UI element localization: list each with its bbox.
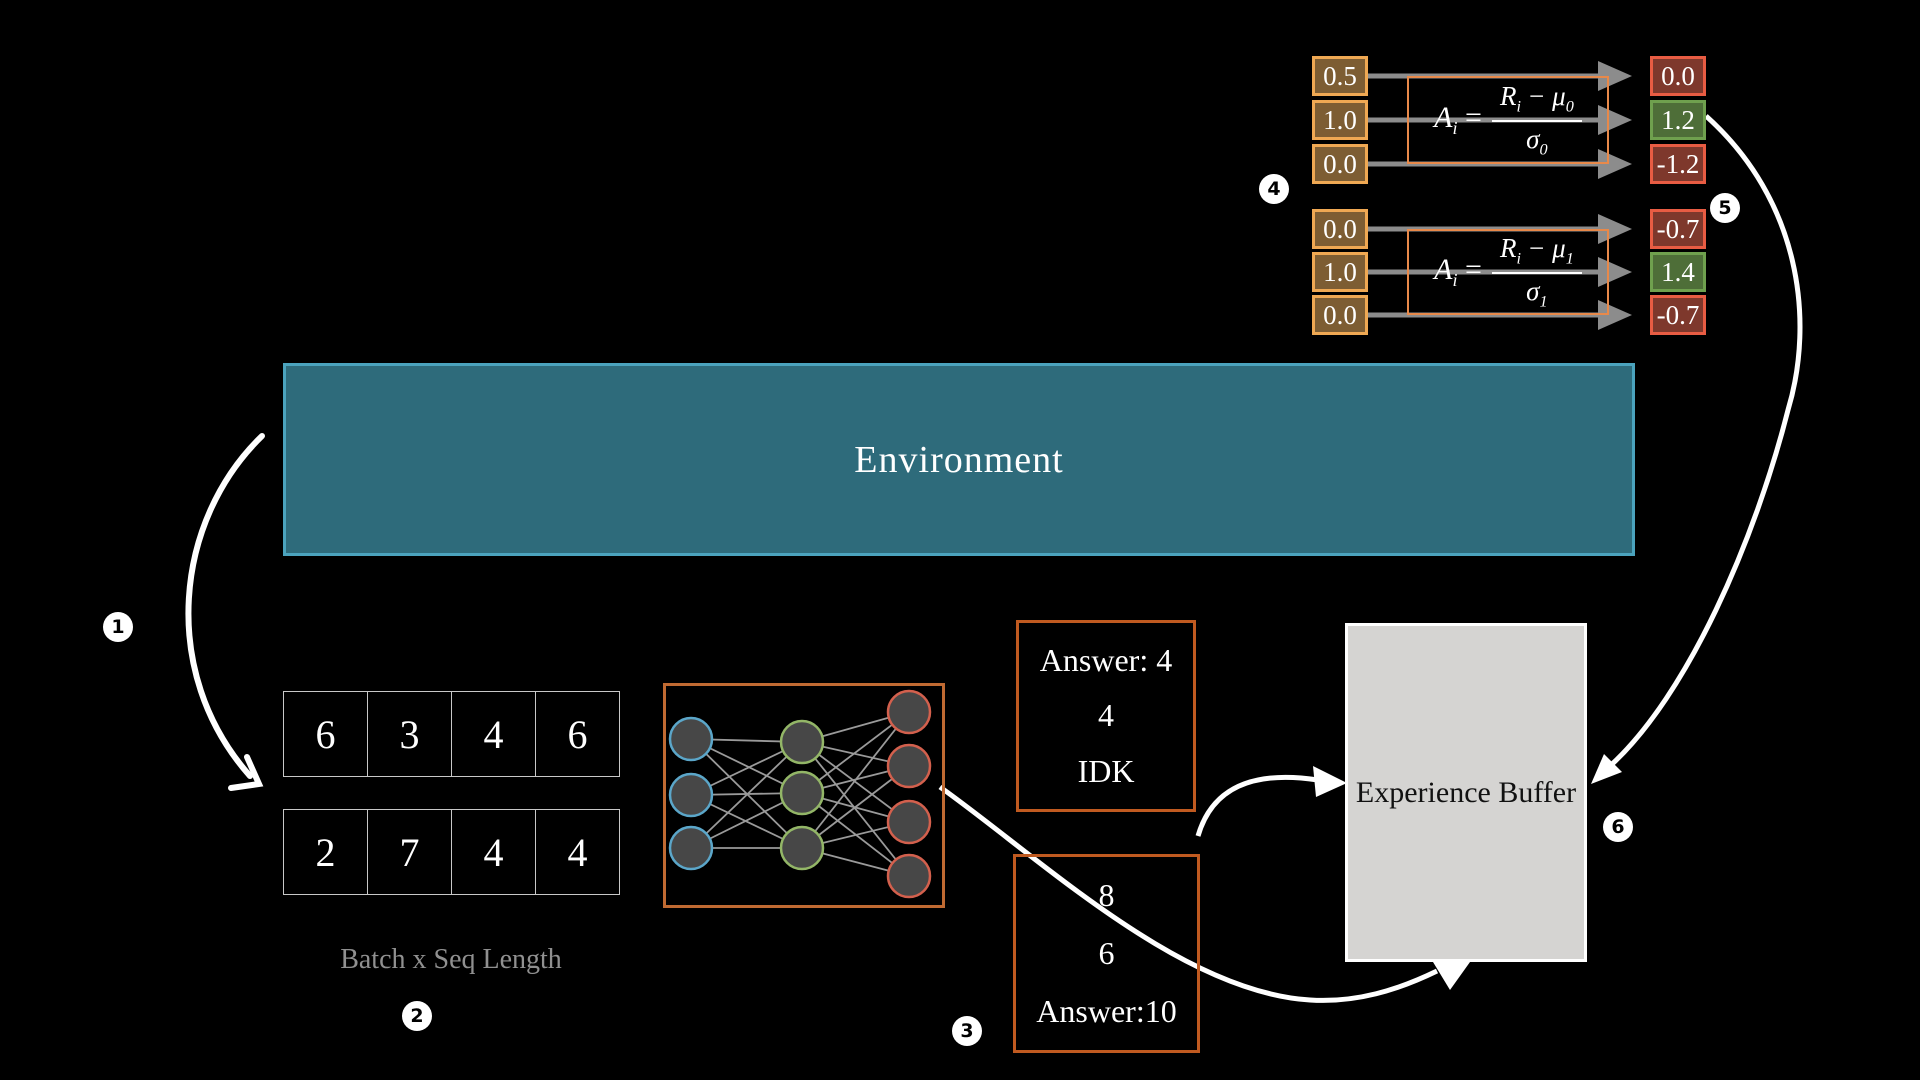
table-row: 2 7 4 4	[283, 809, 620, 895]
formula-fraction: Ri − μ0 σ0	[1491, 81, 1582, 159]
formula-lhs: Ai =	[1434, 101, 1482, 138]
completions-to-buffer-arrow	[1195, 766, 1347, 837]
step-badge-3: 3	[952, 1016, 982, 1046]
reward-input: 1.0	[1312, 100, 1368, 140]
neural-network-diagram	[668, 689, 932, 899]
output-node	[886, 853, 932, 899]
minus-operator: −	[1528, 81, 1545, 112]
batch-caption: Batch x Seq Length	[340, 944, 562, 975]
input-node	[668, 772, 714, 818]
advantage-output: 1.4	[1650, 252, 1706, 292]
neural-network-box	[663, 683, 945, 908]
output-node	[886, 689, 932, 735]
table-cell: 3	[367, 691, 452, 777]
formula-numerator: Ri − μ1	[1491, 233, 1582, 274]
hidden-node	[779, 825, 825, 871]
completion-line: IDK	[1077, 752, 1135, 789]
advantage-formula-0: Ai = Ri − μ0 σ0	[1407, 76, 1609, 164]
experience-buffer-label: Experience Buffer	[1355, 775, 1577, 809]
env-to-batch-arrow	[185, 433, 265, 791]
formula-term: Ri	[1499, 233, 1521, 268]
table-cell: 4	[451, 809, 536, 895]
token-table-row0: 6 3 4 6	[283, 691, 620, 777]
step-badge-1: 1	[103, 612, 133, 642]
advantage-output: -0.7	[1650, 209, 1706, 249]
output-node	[886, 743, 932, 789]
advantage-formula-1: Ai = Ri − μ1 σ1	[1407, 229, 1609, 315]
completion-line: 8	[1098, 877, 1115, 914]
formula-numerator: Ri − μ0	[1491, 81, 1582, 122]
reward-input: 0.0	[1312, 209, 1368, 249]
formula-denominator: σ0	[1526, 123, 1548, 158]
completion-box-0: Answer: 4 4 IDK	[1016, 620, 1196, 812]
advantage-output: -0.7	[1650, 295, 1706, 335]
reward-input: 0.5	[1312, 56, 1368, 96]
completion-line: Answer:10	[1036, 992, 1177, 1029]
completion-line: 4	[1098, 697, 1114, 734]
experience-buffer-box: Experience Buffer	[1345, 623, 1587, 962]
advantage-output: 1.2	[1650, 100, 1706, 140]
table-cell: 4	[535, 809, 620, 895]
output-node	[886, 799, 932, 845]
input-node	[668, 825, 714, 871]
token-table-row1: 2 7 4 4	[283, 809, 620, 895]
advantage-output: -1.2	[1650, 144, 1706, 184]
formula-term: μ1	[1552, 233, 1574, 268]
input-node	[668, 716, 714, 762]
environment-label: Environment	[854, 438, 1064, 481]
environment-box: Environment	[283, 363, 1635, 556]
step-badge-4: 4	[1259, 174, 1289, 204]
table-cell: 6	[535, 691, 620, 777]
reward-input: 0.0	[1312, 144, 1368, 184]
reward-input: 1.0	[1312, 252, 1368, 292]
completion-line: Answer: 4	[1039, 642, 1173, 679]
table-row: 6 3 4 6	[283, 691, 620, 777]
minus-operator: −	[1528, 233, 1545, 264]
reward-input: 0.0	[1312, 295, 1368, 335]
hidden-node	[779, 719, 825, 765]
completion-line: 6	[1098, 934, 1115, 971]
step-badge-5: 5	[1710, 193, 1740, 223]
formula-fraction: Ri − μ1 σ1	[1491, 233, 1582, 311]
completion-box-1: 8 6 Answer:10	[1013, 854, 1200, 1053]
table-cell: 6	[283, 691, 368, 777]
advantage-output: 0.0	[1650, 56, 1706, 96]
formula-lhs: Ai =	[1434, 253, 1482, 290]
table-cell: 7	[367, 809, 452, 895]
table-cell: 4	[451, 691, 536, 777]
formula-term: μ0	[1552, 81, 1574, 116]
formula-term: Ri	[1499, 81, 1521, 116]
step-badge-2: 2	[402, 1001, 432, 1031]
hidden-node	[779, 770, 825, 816]
step-badge-6: 6	[1603, 812, 1633, 842]
formula-denominator: σ1	[1526, 275, 1548, 310]
nn-nodes	[668, 689, 932, 899]
table-cell: 2	[283, 809, 368, 895]
